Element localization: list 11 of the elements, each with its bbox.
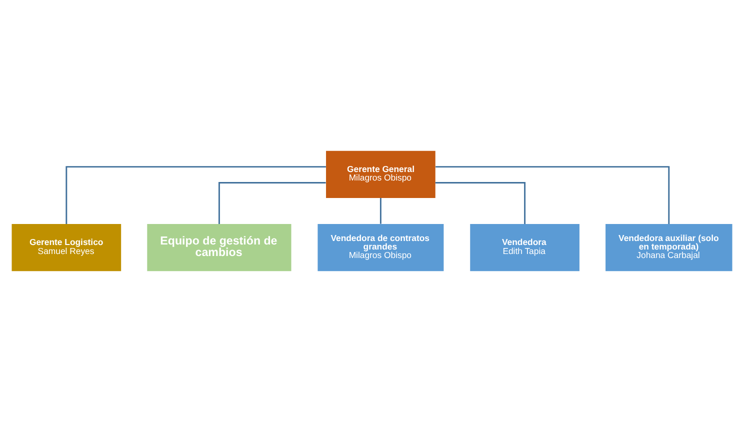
connector bbox=[380, 197, 382, 224]
node-box: Vendedora Edith Tapia bbox=[470, 224, 580, 271]
node-box: Gerente General Milagros Obispo bbox=[326, 150, 436, 198]
connector bbox=[435, 182, 526, 224]
node-box: Gerente Logistico Samuel Reyes bbox=[12, 224, 122, 271]
connector bbox=[66, 166, 326, 224]
connector bbox=[218, 182, 326, 224]
node-box: Equipo de gestión de cambios bbox=[147, 224, 292, 271]
connector bbox=[436, 166, 670, 224]
node-box: Vendedora de contratos grandes Milagros Obispo bbox=[318, 224, 444, 271]
node-box: Vendedora auxiliar (solo en temporada) Johana Carbajal bbox=[606, 224, 732, 271]
